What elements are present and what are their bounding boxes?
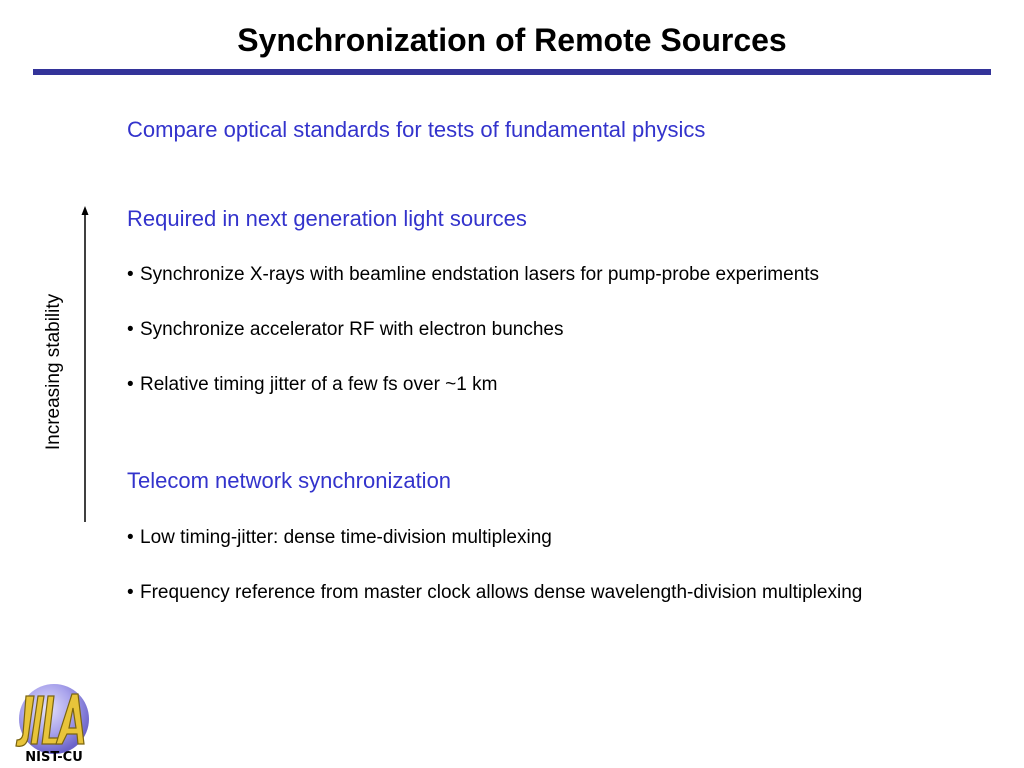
bullet-item: • Synchronize X-rays with beamline endsta…	[127, 263, 819, 287]
heading-fundamental-physics: Compare optical standards for tests of f…	[127, 117, 706, 142]
bullet-dot: •	[127, 264, 134, 285]
bullet-dot: •	[127, 527, 134, 548]
up-arrow-icon	[81, 206, 89, 522]
slide-title: Synchronization of Remote Sources	[237, 22, 787, 58]
bullet-item: • Low timing-jitter: dense time-division …	[127, 526, 552, 550]
jila-logo: NIST-CU	[15, 684, 89, 764]
heading-light-sources: Required in next generation light source…	[127, 206, 527, 231]
bullet-dot: •	[127, 582, 134, 603]
bullet-dot: •	[127, 374, 134, 395]
bullet-text: Synchronize X-rays with beamline endstat…	[140, 264, 820, 285]
bullet-text: Low timing-jitter: dense time-division m…	[140, 527, 552, 548]
bullet-dot: •	[127, 319, 134, 340]
heading-telecom: Telecom network synchronization	[127, 468, 452, 493]
bullet-item: • Relative timing jitter of a few fs over…	[127, 373, 497, 397]
title-divider	[33, 69, 991, 75]
bullet-text: Relative timing jitter of a few fs over …	[140, 374, 498, 395]
bullet-text: Frequency reference from master clock al…	[140, 582, 863, 603]
logo-monogram	[15, 693, 85, 747]
stability-axis-text: Increasing stability	[43, 293, 64, 451]
bullet-item: • Synchronize accelerator RF with electro…	[127, 318, 563, 342]
bullet-item: • Frequency reference from master clock a…	[127, 581, 862, 605]
logo-caption: NIST-CU	[25, 750, 83, 764]
bullet-text: Synchronize accelerator RF with electron…	[140, 319, 564, 340]
